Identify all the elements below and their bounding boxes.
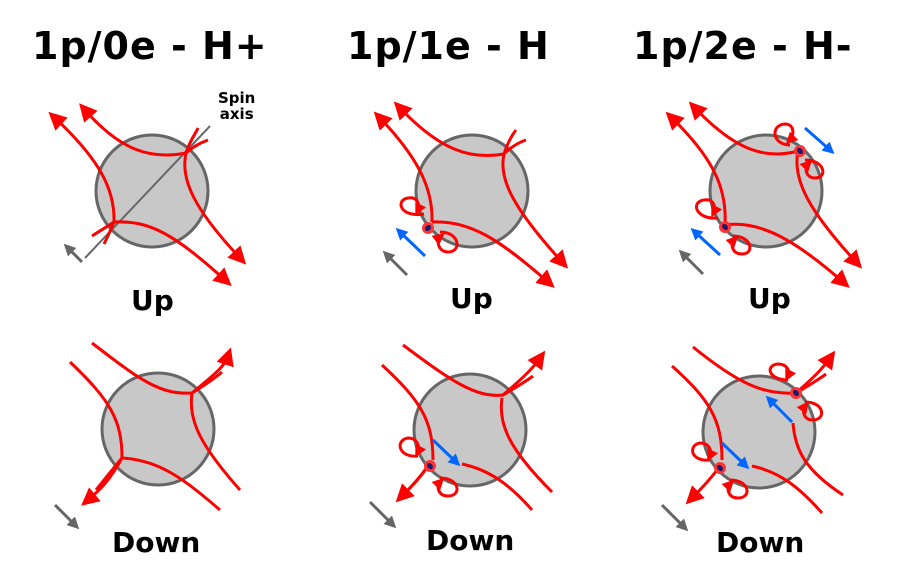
- spin-arrow-icon: [368, 500, 397, 529]
- electron-spin-loop-icon: [768, 362, 797, 382]
- nucleus-icon: [708, 133, 824, 249]
- field-line: [91, 341, 234, 395]
- nucleus-icon: [100, 371, 216, 487]
- electron-spin-loop-icon: [691, 441, 719, 462]
- electron-spin-loop-icon: [796, 400, 823, 422]
- down-label-h-plus: Down: [112, 526, 201, 559]
- field-line: [501, 153, 569, 269]
- field-line: [189, 392, 242, 491]
- electron-spin-loop-icon: [431, 230, 459, 254]
- h-up-diagram: [373, 101, 569, 288]
- field-line: [113, 220, 232, 287]
- field-line: [183, 152, 247, 265]
- field-line: [499, 397, 554, 494]
- column-title-h-plus: 1p/0e - H+: [32, 24, 268, 68]
- electron-spin-arrow-icon: [690, 227, 722, 257]
- nucleus-icon: [701, 374, 817, 490]
- field-line: [402, 343, 546, 397]
- up-label-h-plus: Up: [131, 284, 174, 317]
- field-line: [751, 464, 824, 514]
- electron-spin-loop-icon: [725, 234, 752, 256]
- spin-arrow-icon: [63, 243, 84, 264]
- field-line: [685, 469, 719, 505]
- down-label-h: Down: [426, 524, 515, 557]
- field-line: [688, 101, 799, 156]
- h-minus-up-diagram: [665, 101, 863, 288]
- column-title-h: 1p/1e - H: [347, 24, 550, 68]
- spin-arrow-icon: [382, 250, 409, 277]
- field-line: [121, 456, 221, 512]
- nucleus-icon: [414, 133, 530, 249]
- electron-spin-arrow-icon: [720, 441, 750, 470]
- field-line: [68, 360, 124, 506]
- nucleus-icon: [412, 372, 528, 488]
- electron-spin-arrow-icon: [765, 395, 794, 424]
- electron-spin-arrow-icon: [395, 227, 427, 258]
- field-line: [791, 422, 844, 497]
- field-line: [665, 111, 727, 226]
- h-plus-up-diagram: [48, 103, 247, 287]
- nucleus-icon: [94, 133, 210, 249]
- electron-spin-loop-icon: [431, 476, 459, 498]
- electron-spin-arrow-icon: [804, 126, 835, 154]
- spin-axis-label: Spin axis: [218, 89, 256, 123]
- field-line: [461, 462, 534, 511]
- spin-arrow-icon: [678, 249, 705, 276]
- spin-arrow-icon: [53, 503, 80, 530]
- h-down-diagram: [368, 343, 554, 529]
- column-title-h-minus: 1p/2e - H-: [633, 24, 853, 68]
- field-line: [79, 103, 187, 157]
- field-line: [373, 111, 434, 223]
- electron-spin-loop-icon: [695, 198, 723, 220]
- spin-arrow-icon: [660, 503, 689, 532]
- electron-spin-loop-icon: [399, 196, 427, 217]
- h-minus-down-diagram: [660, 345, 844, 532]
- electron-spin-loop-icon: [398, 436, 427, 458]
- field-line: [795, 150, 863, 269]
- down-label-h-minus: Down: [716, 526, 805, 559]
- field-line: [431, 220, 555, 288]
- electron-spin-arrow-icon: [431, 438, 461, 467]
- field-line: [393, 101, 505, 158]
- electron-spin-loop-icon: [773, 122, 799, 147]
- electron-spin-loop-icon: [721, 478, 749, 500]
- field-line: [724, 222, 850, 288]
- h-plus-down-diagram: [53, 341, 242, 530]
- up-label-h: Up: [450, 282, 493, 315]
- field-line: [48, 111, 116, 223]
- field-line: [380, 363, 435, 461]
- electron-spin-loop-icon: [799, 158, 825, 180]
- field-line: [670, 364, 724, 461]
- up-label-h-minus: Up: [748, 282, 791, 315]
